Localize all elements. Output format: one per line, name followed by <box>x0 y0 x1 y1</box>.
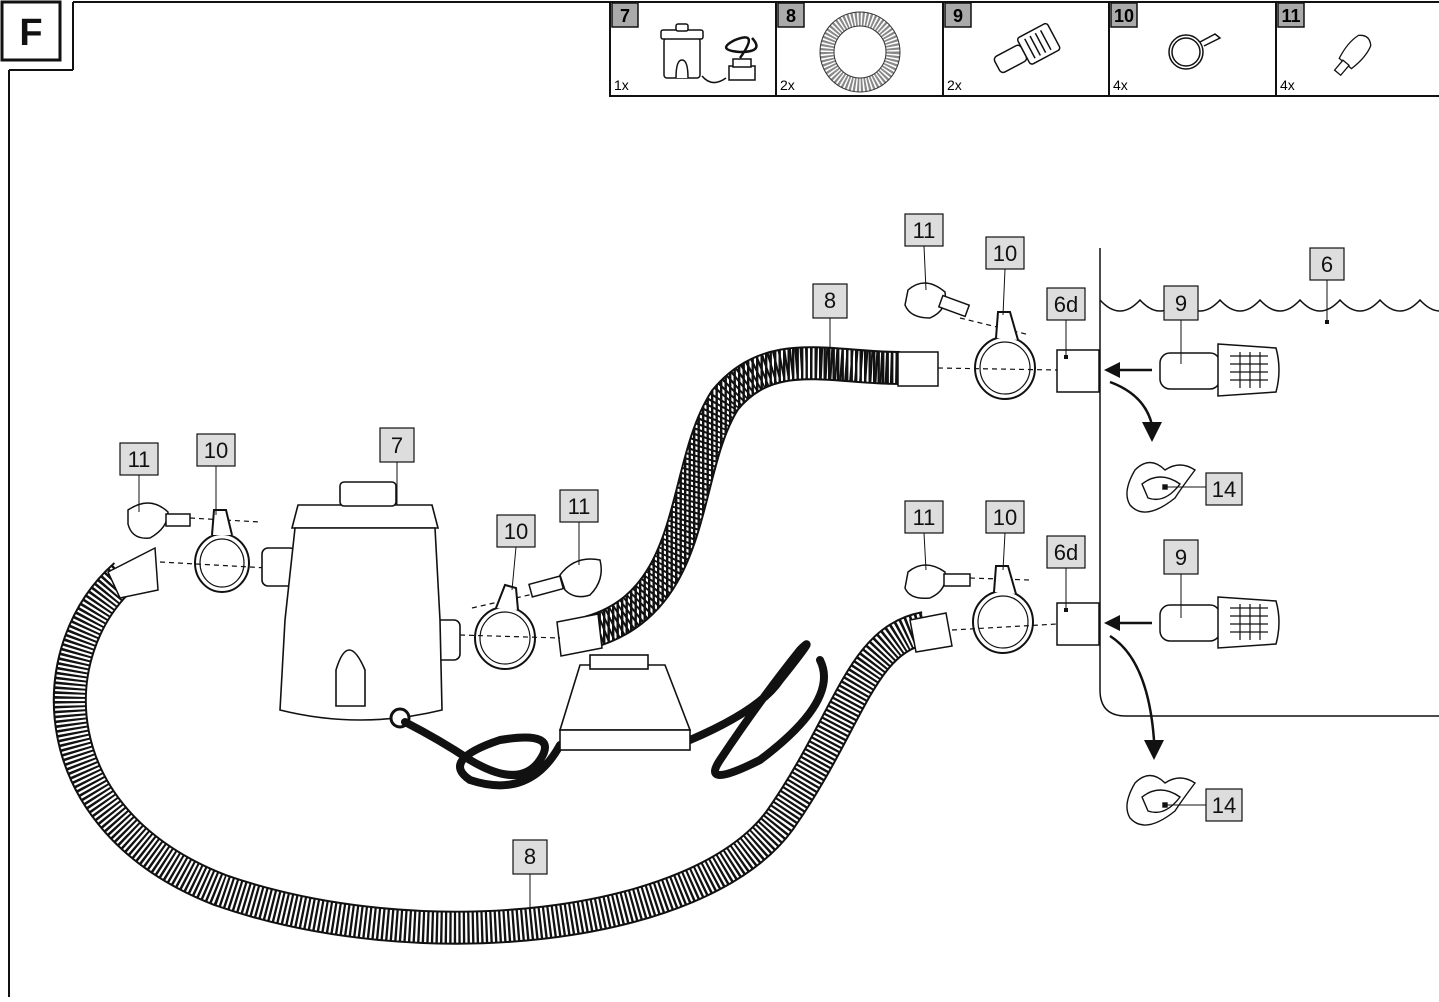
svg-text:14: 14 <box>1212 477 1236 502</box>
plug <box>904 564 971 600</box>
svg-text:14: 14 <box>1212 793 1236 818</box>
stopper-upper <box>1126 461 1197 513</box>
svg-text:8: 8 <box>824 288 836 313</box>
part-number: 9 <box>953 6 963 26</box>
filter-pump-icon <box>660 23 758 84</box>
part-cell-9: 9 2x <box>944 2 1061 93</box>
callout-6: 6 <box>1309 247 1345 324</box>
part-qty: 4x <box>1280 77 1295 93</box>
callout-11-c: 11 <box>904 213 944 291</box>
callout-11-d: 11 <box>904 500 944 571</box>
callout-6d-upper: 6d <box>1046 287 1086 356</box>
alignment-lines <box>159 317 1058 639</box>
figure-letter-box: F <box>0 0 62 62</box>
hose-clamp <box>474 583 536 670</box>
callout-14-upper: 14 <box>1167 472 1243 506</box>
svg-text:11: 11 <box>913 218 936 243</box>
callout-10-c: 10 <box>985 236 1025 316</box>
strainer-icon <box>993 22 1061 74</box>
callout-10-d: 10 <box>985 500 1025 571</box>
hose-clamp <box>974 311 1036 400</box>
filter-pump <box>261 481 461 729</box>
part-cell-8: 8 2x <box>777 2 901 93</box>
svg-text:10: 10 <box>504 519 528 544</box>
svg-text:11: 11 <box>913 505 936 530</box>
svg-text:7: 7 <box>391 433 403 458</box>
hose-clamp-icon <box>1168 33 1222 70</box>
pool-connector-lower <box>1056 602 1100 646</box>
plug <box>904 282 971 319</box>
part-cell-11: 11 4x <box>1277 2 1372 93</box>
callout-11-b: 11 <box>559 489 599 565</box>
part-qty: 2x <box>947 77 962 93</box>
part-number: 10 <box>1114 6 1134 26</box>
part-qty: 1x <box>614 77 629 93</box>
pool-connector-upper <box>1056 349 1100 393</box>
part-number: 7 <box>620 6 630 26</box>
stopper-lower <box>1126 774 1197 826</box>
figure-letter: F <box>19 12 42 54</box>
strainer-upper <box>1159 343 1280 397</box>
part-qty: 4x <box>1113 77 1128 93</box>
svg-text:9: 9 <box>1175 545 1187 570</box>
pool-wall <box>1099 248 1439 717</box>
plug <box>127 502 191 539</box>
svg-text:10: 10 <box>993 505 1017 530</box>
callout-labels: 6 7 8 8 9 9 1 <box>119 213 1345 910</box>
svg-text:11: 11 <box>128 447 151 472</box>
insert-arrows <box>1104 362 1164 760</box>
callout-11-a: 11 <box>119 442 159 512</box>
part-number: 11 <box>1281 6 1300 26</box>
strainer-lower <box>1159 596 1280 649</box>
svg-text:6: 6 <box>1321 252 1333 277</box>
plug-icon <box>1333 34 1372 77</box>
water-surface <box>1099 298 1439 312</box>
hose-upper <box>556 346 939 657</box>
callout-10-a: 10 <box>196 433 236 515</box>
callout-9-lower: 9 <box>1163 539 1199 618</box>
parts-strip: 7 1x 8 2x <box>609 1 1439 97</box>
svg-text:6d: 6d <box>1054 292 1078 317</box>
hose-coil-icon <box>819 11 901 93</box>
svg-text:8: 8 <box>524 844 536 869</box>
callout-14-lower: 14 <box>1167 788 1243 822</box>
svg-text:10: 10 <box>204 438 228 463</box>
callout-8-upper: 8 <box>812 283 848 355</box>
part-qty: 2x <box>780 77 795 93</box>
svg-text:11: 11 <box>568 494 591 519</box>
hose-clamp <box>194 509 250 593</box>
svg-text:9: 9 <box>1175 291 1187 316</box>
callout-6d-lower: 6d <box>1046 535 1086 608</box>
svg-text:10: 10 <box>993 241 1017 266</box>
part-number: 8 <box>786 6 796 26</box>
callout-7: 7 <box>379 427 415 505</box>
callout-10-b: 10 <box>496 514 536 591</box>
hose-lower <box>52 546 953 945</box>
callout-9-upper: 9 <box>1163 285 1199 364</box>
plug <box>528 558 602 598</box>
callout-8-lower: 8 <box>512 839 548 910</box>
part-cell-7: 7 1x <box>611 2 758 93</box>
power-transformer <box>558 654 692 751</box>
part-cell-10: 10 4x <box>1110 2 1222 93</box>
svg-text:6d: 6d <box>1054 540 1078 565</box>
power-cable <box>401 640 828 790</box>
hose-clamp <box>972 565 1034 654</box>
